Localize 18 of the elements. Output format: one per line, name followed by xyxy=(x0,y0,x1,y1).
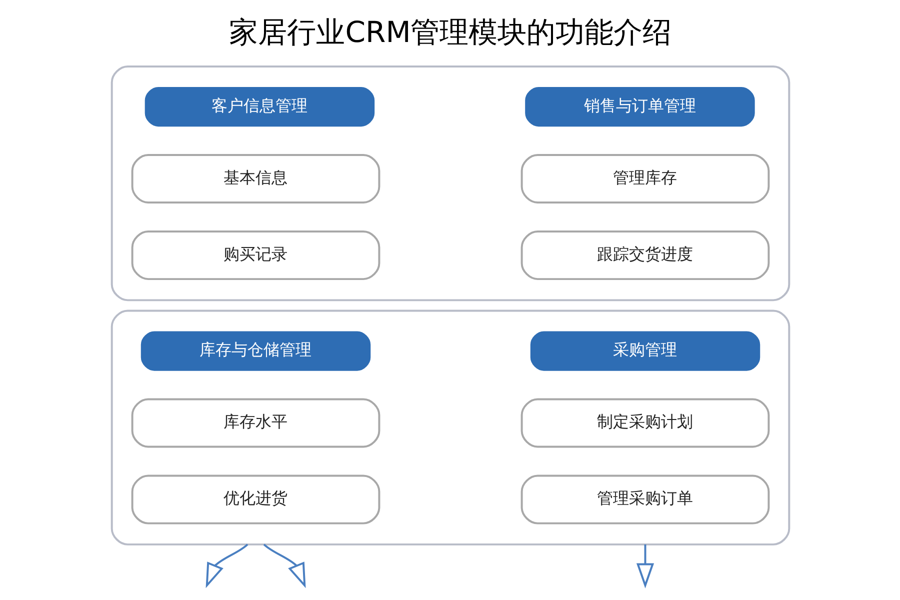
node-box: 销售与订单管理 xyxy=(524,86,754,127)
node-box: 客户信息管理 xyxy=(144,86,374,127)
node-box: 管理采购订单 xyxy=(520,474,770,524)
arrow xyxy=(262,544,306,588)
node-box: 制定采购计划 xyxy=(520,398,770,448)
cluster xyxy=(110,310,790,546)
node-box: 优化进货 xyxy=(130,474,380,524)
cluster xyxy=(110,66,790,302)
node-box: 跟踪交货进度 xyxy=(520,230,770,280)
diagram-title: 家居行业CRM管理模块的功能介绍 xyxy=(228,15,672,50)
node-box: 库存水平 xyxy=(130,398,380,448)
arrow xyxy=(636,544,654,588)
node-box: 购买记录 xyxy=(130,230,380,280)
arrow xyxy=(205,544,248,588)
node-box: 采购管理 xyxy=(530,331,760,371)
node-box: 基本信息 xyxy=(130,154,380,204)
node-box: 库存与仓储管理 xyxy=(140,331,370,371)
node-box: 管理库存 xyxy=(520,154,770,204)
